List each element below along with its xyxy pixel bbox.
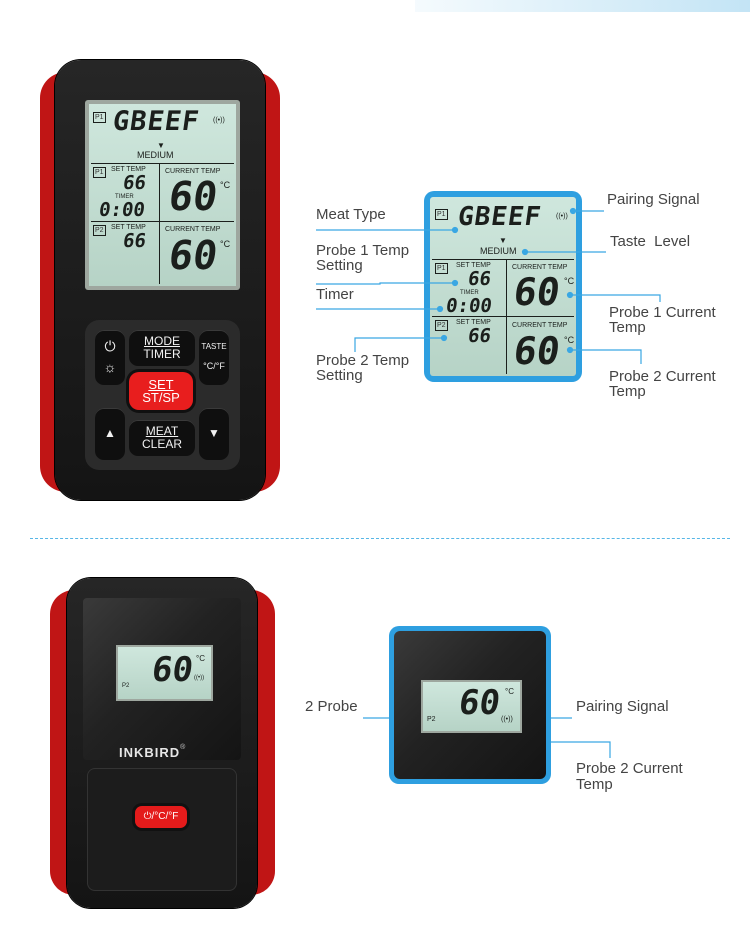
backlight-icon: ☼ (103, 359, 117, 375)
zoom-p2-unit: °C (564, 335, 575, 345)
transmitter-zoom-signal-icon: ((•)) (501, 716, 513, 723)
meat-clear-button[interactable]: MEAT CLEAR (129, 420, 195, 456)
taste-label: TASTE (201, 342, 227, 351)
taste-arrow-icon: ▼ (157, 141, 165, 150)
callout-probe2-set-line1: Probe 2 Temp (316, 352, 410, 369)
zoom-probe-box: P1 (435, 209, 448, 220)
lcd-current-temp-label: CURRENT TEMP (165, 168, 221, 175)
lcd-taste: MEDIUM (137, 150, 174, 160)
transmitter-zoom-glass: 60 °C P2 ((•)) (394, 631, 546, 779)
zoom-set-temp-label: SET TEMP (456, 262, 491, 269)
taste-unit-button[interactable]: TASTE °C/°F (199, 330, 229, 385)
lcd-divider (91, 163, 234, 164)
transmitter-lcd-probe: P2 (122, 683, 130, 689)
clear-label: CLEAR (141, 437, 182, 451)
zoom-p1-box: P1 (435, 263, 448, 274)
callout-bottom-pairing-signal: Pairing Signal (576, 698, 669, 715)
zoom-taste: MEDIUM (480, 246, 517, 256)
callout-timer: Timer (316, 286, 354, 303)
callout-probe2-current-line1: Probe 2 Current (609, 368, 716, 385)
callout-probe1-set-line2: Setting (316, 257, 363, 274)
callout-probe1-set-line1: Probe 1 Temp (316, 242, 410, 259)
power-unit-button[interactable]: ⏻/°C/°F (135, 806, 187, 828)
callout-probe1-current-line2: Temp (609, 319, 646, 336)
zoom-p1-unit: °C (564, 276, 575, 286)
lcd-p2-box: P2 (93, 225, 106, 236)
zoom-timer-label: TIMER (460, 290, 479, 296)
lcd-set-temp-label: SET TEMP (111, 224, 146, 231)
zoom-signal-icon: ((•)) (556, 213, 568, 220)
callout-probe1-current-line1: Probe 1 Current (609, 304, 716, 321)
zoom-set-temp-label: SET TEMP (456, 319, 491, 326)
mode-label: MODE (144, 334, 180, 348)
transmitter-lcd-unit: °C (196, 654, 205, 663)
lcd-p1-unit: °C (220, 180, 231, 190)
stsp-label: ST/SP (142, 390, 180, 405)
lcd-divider (159, 164, 160, 284)
receiver-body: P1 GBEEF ((•)) ▼ MEDIUM P1 SET TEMP 66 T… (55, 60, 265, 500)
zoom-p2-box: P2 (435, 320, 448, 331)
lcd-current-temp-label: CURRENT TEMP (165, 226, 221, 233)
lcd-set-temp-label: SET TEMP (111, 166, 146, 173)
callout-taste-level: Taste Level (610, 233, 691, 250)
callout-meat-type: Meat Type (316, 206, 386, 223)
transmitter-lcd-temp: 60 (149, 650, 196, 690)
down-arrow-icon: ▼ (208, 426, 220, 440)
zoom-taste-arrow-icon: ▼ (499, 236, 507, 245)
receiver-keypad: ⏻ ☼ MODE TIMER TASTE °C/°F SET ST/SP ▲ M… (85, 320, 240, 470)
brand-logo: INKBIRD® (119, 744, 185, 762)
transmitter-glass-panel: 60 °C P2 ((•)) INKBIRD® (83, 598, 241, 760)
set-label: SET (148, 377, 174, 392)
lcd-timer-label: TIMER (115, 194, 134, 200)
zoom-divider (432, 259, 574, 260)
transmitter-body: 60 °C P2 ((•)) INKBIRD® ⏻/°C/°F (67, 578, 257, 908)
callout-two-probe: 2 Probe (305, 698, 358, 715)
unit-toggle-label: °C/°F (203, 361, 225, 371)
brand-name: INKBIRD (119, 745, 181, 760)
transmitter-zoom-lcd: 60 °C P2 ((•)) (421, 680, 522, 733)
transmitter-zoom-temp: 60 (456, 683, 503, 723)
receiver-lcd: P1 GBEEF ((•)) ▼ MEDIUM P1 SET TEMP 66 T… (89, 104, 236, 286)
down-button[interactable]: ▼ (199, 408, 229, 460)
transmitter-zoom-unit: °C (505, 687, 514, 696)
section-divider (30, 538, 730, 539)
callout-bottom-probe2-current-line2: Temp (576, 776, 613, 793)
timer-label: TIMER (143, 347, 181, 361)
transmitter-signal-icon: ((•)) (194, 675, 205, 681)
up-button[interactable]: ▲ (95, 408, 125, 460)
zoom-current-temp-label: CURRENT TEMP (512, 264, 568, 271)
top-accent-bar (415, 0, 750, 12)
power-light-button[interactable]: ⏻ ☼ (95, 330, 125, 385)
zoom-current-temp-label: CURRENT TEMP (512, 322, 568, 329)
zoom-divider (432, 316, 574, 317)
callout-bottom-probe2-current-line1: Probe 2 Current (576, 760, 683, 777)
callout-probe2-set-line2: Setting (316, 367, 363, 384)
callout-pairing-signal: Pairing Signal (607, 191, 700, 208)
lcd-probe-box: P1 (93, 112, 106, 123)
brand-mark: ® (180, 744, 186, 751)
transmitter-lcd: 60 °C P2 ((•)) (116, 645, 213, 701)
set-stsp-button[interactable]: SET ST/SP (129, 372, 193, 410)
transmitter-zoom-probe: P2 (427, 716, 436, 723)
zoom-divider (506, 260, 507, 374)
transmitter-lower-panel: ⏻/°C/°F (87, 768, 237, 891)
up-arrow-icon: ▲ (104, 426, 116, 440)
zoom-lcd: P1 GBEEF ((•)) ▼ MEDIUM P1 SET TEMP 66 T… (430, 197, 576, 376)
power-icon: ⏻ (104, 338, 116, 354)
lcd-p2-unit: °C (220, 239, 231, 249)
callout-probe2-current-line2: Temp (609, 383, 646, 400)
meat-label: MEAT (145, 424, 179, 438)
signal-icon: ((•)) (213, 117, 225, 124)
lcd-p1-box: P1 (93, 167, 106, 178)
mode-timer-button[interactable]: MODE TIMER (129, 330, 195, 366)
lcd-divider (91, 221, 234, 222)
